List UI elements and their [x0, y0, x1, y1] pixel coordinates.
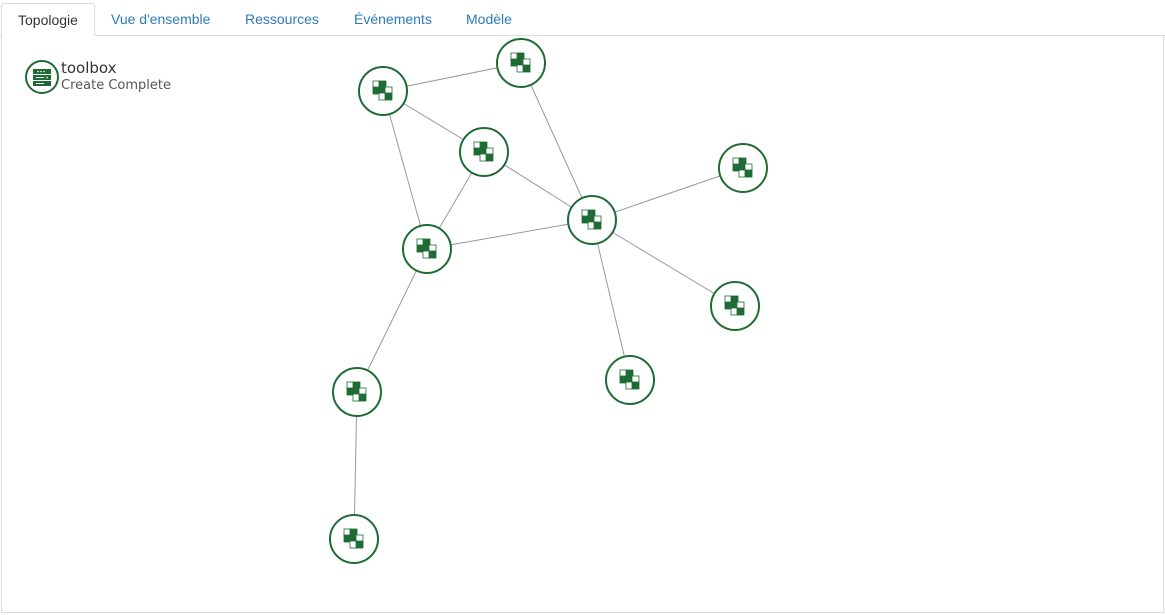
resource-icon — [732, 157, 753, 178]
resource-icon — [416, 238, 437, 259]
tab-bar: Topologie Vue d'ensemble Ressources Évén… — [0, 0, 1165, 36]
resource-node[interactable] — [710, 281, 760, 331]
resource-icon — [343, 528, 364, 549]
tab-vue-ensemble[interactable]: Vue d'ensemble — [111, 11, 211, 27]
stack-name: toolbox — [61, 59, 117, 77]
resource-icon — [619, 369, 640, 390]
resource-node[interactable] — [718, 143, 768, 193]
resource-node[interactable] — [567, 195, 617, 245]
resource-icon — [346, 381, 367, 402]
resource-icon — [372, 80, 393, 101]
topology-edge — [426, 219, 593, 250]
resource-node[interactable] — [332, 367, 382, 417]
tab-ressources[interactable]: Ressources — [245, 11, 319, 27]
tab-topologie[interactable]: Topologie — [1, 3, 95, 36]
topology-edge — [520, 62, 593, 221]
topology-edge — [591, 219, 736, 307]
topology-edge — [382, 90, 428, 250]
resource-node[interactable] — [358, 66, 408, 116]
resource-icon — [581, 209, 602, 230]
nodes — [329, 38, 768, 564]
stack-status: Create Complete — [61, 78, 171, 93]
topology-edge — [356, 248, 428, 393]
resource-node[interactable] — [605, 355, 655, 405]
tab-modele[interactable]: Modèle — [466, 11, 512, 27]
stack-server-icon[interactable] — [25, 60, 59, 94]
topology-canvas — [1, 35, 1164, 613]
tab-evenements[interactable]: Événements — [354, 11, 432, 27]
edges — [353, 62, 744, 540]
tab-bar-border — [0, 35, 1165, 36]
resource-icon — [510, 52, 531, 73]
resource-node[interactable] — [459, 127, 509, 177]
resource-node[interactable] — [402, 224, 452, 274]
topology-edge — [591, 219, 631, 381]
stack-info[interactable]: toolbox Create Complete — [25, 60, 171, 95]
topology-edge — [591, 167, 744, 221]
resource-icon — [473, 141, 494, 162]
resource-icon — [724, 295, 745, 316]
resource-node[interactable] — [329, 514, 379, 564]
resource-node[interactable] — [496, 38, 546, 88]
